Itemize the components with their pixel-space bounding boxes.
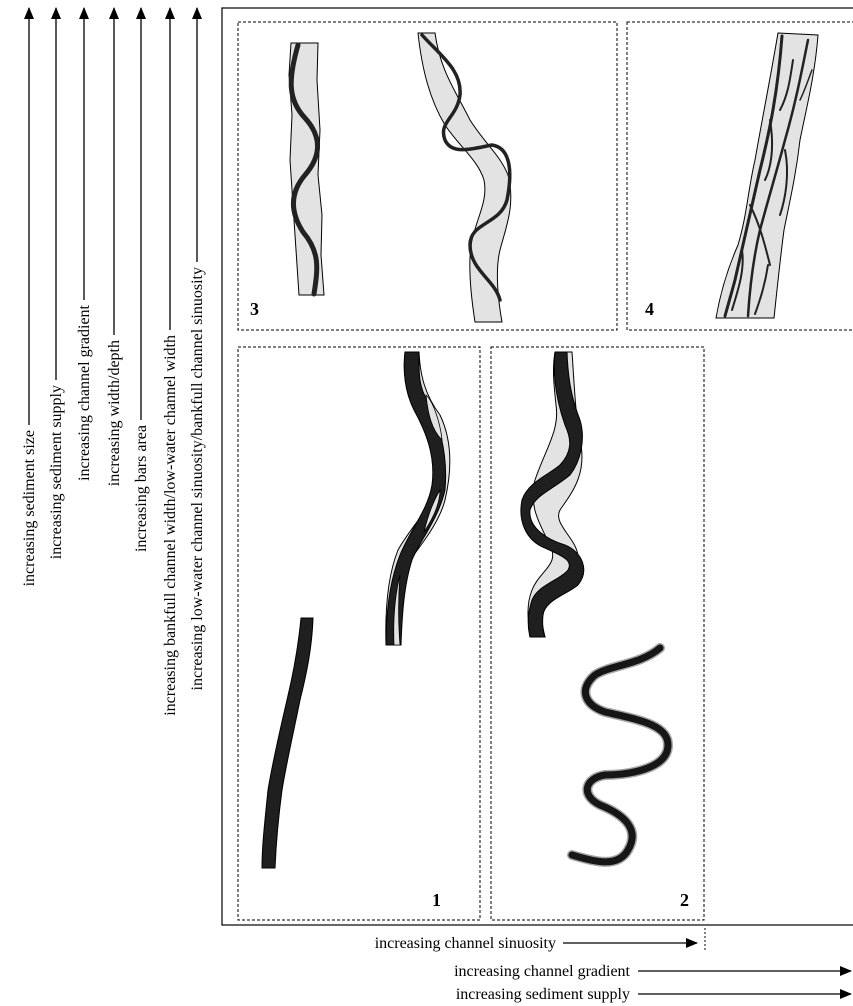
panel-number: 3 (250, 299, 259, 319)
horizontal-axes: increasing channel sinuosity increasing … (375, 928, 851, 1003)
panel-3: 3 (238, 22, 617, 330)
panel-number: 1 (432, 890, 441, 910)
vertical-axes: increasing sediment size increasing sedi… (21, 8, 206, 716)
vertical-axis-bankfull-width-ratio: increasing bankfull channel width/low-wa… (162, 8, 179, 716)
panel-2-border (491, 347, 704, 920)
vertical-axis-sediment-supply: increasing sediment supply (48, 8, 65, 559)
vertical-axis-label: increasing sediment size (21, 430, 38, 586)
vertical-axis-bars-area: increasing bars area (133, 8, 150, 552)
vertical-axis-label: increasing low-water channel sinuosity/b… (189, 267, 206, 690)
panel-4: 4 (627, 22, 853, 330)
panel-1: 1 (238, 347, 480, 920)
vertical-axis-sediment-size: increasing sediment size (21, 8, 38, 586)
channel-bank (289, 43, 324, 295)
panel-number: 4 (645, 299, 654, 319)
horizontal-axis-label: increasing channel gradient (454, 963, 630, 980)
horizontal-axis-channel-sinuosity: increasing channel sinuosity (375, 928, 705, 952)
horizontal-axis-channel-gradient: increasing channel gradient (454, 963, 851, 980)
vertical-axis-label: increasing bankfull channel width/low-wa… (162, 335, 179, 716)
vertical-axis-label: increasing bars area (133, 425, 150, 552)
panel-2: 2 (491, 347, 704, 920)
vertical-axis-width-depth: increasing width/depth (106, 8, 123, 486)
straight-channel (262, 618, 313, 868)
vertical-axis-label: increasing width/depth (106, 340, 123, 486)
horizontal-axis-label: increasing sediment supply (456, 986, 630, 1003)
panel-number: 2 (680, 890, 689, 910)
vertical-axis-channel-gradient: increasing channel gradient (76, 8, 93, 481)
vertical-axis-sinuosity-ratio: increasing low-water channel sinuosity/b… (189, 8, 206, 690)
horizontal-axis-label: increasing channel sinuosity (375, 935, 556, 952)
vertical-axis-label: increasing channel gradient (76, 304, 93, 480)
vertical-axis-label: increasing sediment supply (48, 385, 65, 559)
horizontal-axis-sediment-supply: increasing sediment supply (456, 986, 851, 1003)
channel-bank (418, 33, 511, 322)
